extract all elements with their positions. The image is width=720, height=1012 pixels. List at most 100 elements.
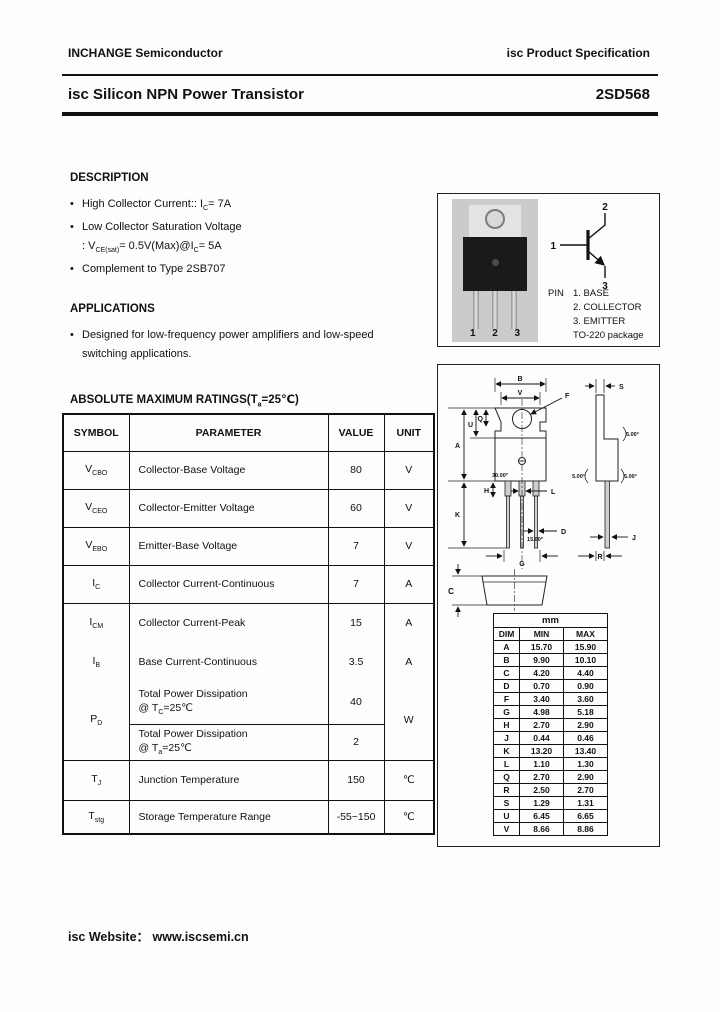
part-number: 2SD568	[595, 86, 650, 103]
symbol-cell: IC	[63, 564, 129, 603]
value-cell: 3.5	[327, 643, 384, 681]
dimension-row: R 2.50 2.70	[493, 783, 608, 797]
value-cell: 40	[327, 681, 384, 724]
dimension-table: mm DIM MIN MAX A 15.70 15.90 B	[493, 613, 608, 836]
col-unit: UNIT	[383, 414, 434, 452]
ratings-table: SYMBOL PARAMETER VALUE UNIT VCBO Collect…	[62, 413, 435, 835]
unit-cell: A	[383, 602, 434, 643]
angle-30: 30.00°	[492, 473, 508, 479]
dim-label-S: S	[619, 384, 624, 391]
description-heading: DESCRIPTION	[70, 172, 149, 184]
table-row: Total Power Dissipation @ Ta=25℃ 2	[63, 723, 434, 760]
symbol-cell: VCEO	[63, 488, 129, 527]
dimension-row: Q 2.70 2.90	[493, 770, 608, 784]
pin-heading: PIN	[548, 288, 564, 299]
reference-lines	[448, 378, 547, 562]
description-section: DESCRIPTION •High Collector Current:: IC…	[70, 169, 430, 279]
value-cell: 7	[327, 526, 384, 565]
pin3-text: 3. EMITTER	[573, 316, 626, 327]
lead-3	[511, 291, 517, 329]
unit-cell: W	[383, 681, 434, 760]
bottom-view	[452, 564, 548, 617]
pin2-label: 2	[602, 202, 608, 213]
table-row: Tstg Storage Temperature Range -55~150 ℃	[63, 799, 434, 834]
description-bullet-3: •Complement to Type 2SB707	[70, 263, 226, 276]
description-bullet-1: •High Collector Current:: IC= 7A	[70, 198, 232, 213]
dimension-row: H 2.70 2.90	[493, 718, 608, 732]
pin3-label: 3	[602, 281, 608, 290]
parameter-cell: Total Power Dissipation @ TC=25℃	[128, 681, 328, 724]
dimension-row: J 0.44 0.46	[493, 731, 608, 745]
dim-label-C: C	[448, 587, 454, 596]
dimension-row: D 0.70 0.90	[493, 679, 608, 693]
dimension-row: L 1.10 1.30	[493, 757, 608, 771]
angle-5-left: 5.00°	[572, 474, 585, 480]
angle-5-top: 5.00°	[626, 432, 639, 438]
col-dim: DIM	[493, 627, 520, 641]
unit-cell: ℃	[383, 799, 434, 834]
value-cell: 15	[327, 602, 384, 643]
applications-bullet: •Designed for low-frequency power amplif…	[70, 329, 374, 341]
side-view	[595, 394, 619, 549]
company-name: INCHANGE Semiconductor	[68, 46, 223, 60]
unit-cell: A	[383, 643, 434, 681]
symbol-cell: VCBO	[63, 450, 129, 489]
table-row: VCEO Collector-Emitter Voltage 60 V	[63, 488, 434, 527]
table-row: IC Collector Current-Continuous 7 A	[63, 564, 434, 603]
pin2-text: 2. COLLECTOR	[573, 302, 642, 313]
pin-description: PIN 1. BASE 2. COLLECTOR 3. EMITTER TO-22…	[548, 287, 644, 343]
npn-transistor-symbol: 1 2 3	[550, 202, 608, 290]
lead-2	[492, 291, 498, 329]
value-cell: 80	[327, 450, 384, 489]
dimension-row: U 6.45 6.65	[493, 809, 608, 823]
title-row: isc Silicon NPN Power Transistor 2SD568	[68, 86, 650, 103]
symbol-cell: ICM	[63, 602, 129, 643]
unit-cell: V	[383, 488, 434, 527]
ratings-table-header: SYMBOL PARAMETER VALUE UNIT	[63, 414, 434, 452]
footer-website: isc Website： www.iscsemi.cn	[68, 930, 249, 944]
page-title: isc Silicon NPN Power Transistor	[68, 86, 304, 103]
dimension-table-header: mm DIM MIN MAX	[493, 613, 608, 641]
description-bullet-2: •Low Collector Saturation Voltage	[70, 221, 242, 234]
angle-15: 15.00°	[527, 537, 543, 543]
package-name: TO-220 package	[573, 330, 644, 341]
applications-section: APPLICATIONS •Designed for low-frequency…	[70, 300, 430, 364]
parameter-cell: Emitter-Base Voltage	[128, 526, 328, 565]
parameter-cell: Collector Current-Continuous	[128, 564, 328, 603]
pin1-text: 1. BASE	[573, 288, 609, 299]
table-row: PD Total Power Dissipation @ TC=25℃ 40 W	[63, 681, 434, 760]
col-value: VALUE	[327, 414, 384, 452]
dimension-drawing: B V F Q U A H K L D G 30.00° 15.00°	[448, 376, 639, 617]
parameter-cell: Junction Temperature	[128, 759, 328, 800]
col-parameter: PARAMETER	[128, 414, 328, 452]
symbol-cell: TJ	[63, 759, 129, 800]
table-row: ICM Collector Current-Peak 15 A	[63, 602, 434, 643]
unit-cell: A	[383, 564, 434, 603]
dimension-row: S 1.29 1.31	[493, 796, 608, 810]
dimension-row: C 4.20 4.40	[493, 666, 608, 680]
ratings-rows: VCBO Collector-Base Voltage 80 V VCEO Co…	[63, 450, 434, 681]
parameter-cell: Collector-Emitter Voltage	[128, 488, 328, 527]
description-bullet-2-cont: : VCE(sat)= 0.5V(Max)@IC= 5A	[82, 240, 222, 255]
dim-label-K: K	[455, 512, 460, 519]
front-dimensions	[461, 381, 563, 559]
col-symbol: SYMBOL	[63, 414, 129, 452]
lead-1	[473, 291, 479, 329]
dim-label-G: G	[519, 561, 525, 568]
value-cell: 7	[327, 564, 384, 603]
parameter-cell: Collector-Base Voltage	[128, 450, 328, 489]
table-row: TJ Junction Temperature 150 ℃	[63, 759, 434, 800]
dimension-row: V 8.66 8.86	[493, 822, 608, 836]
applications-bullet-cont: switching applications.	[82, 348, 192, 360]
side-dimensions	[578, 379, 628, 561]
temperature-rows: TJ Junction Temperature 150 ℃ Tstg Stora…	[63, 759, 434, 834]
ratings-heading: ABSOLUTE MAXIMUM RATINGS(Ta=25℃)	[70, 394, 299, 409]
collector-lead	[587, 213, 606, 240]
dim-label-Q: Q	[478, 416, 484, 423]
unit-cell: V	[383, 526, 434, 565]
dimension-row: G 4.98 5.18	[493, 705, 608, 719]
symbol-cell: Tstg	[63, 799, 129, 834]
unit-cell: V	[383, 450, 434, 489]
document-header: INCHANGE Semiconductor isc Product Speci…	[68, 46, 650, 60]
